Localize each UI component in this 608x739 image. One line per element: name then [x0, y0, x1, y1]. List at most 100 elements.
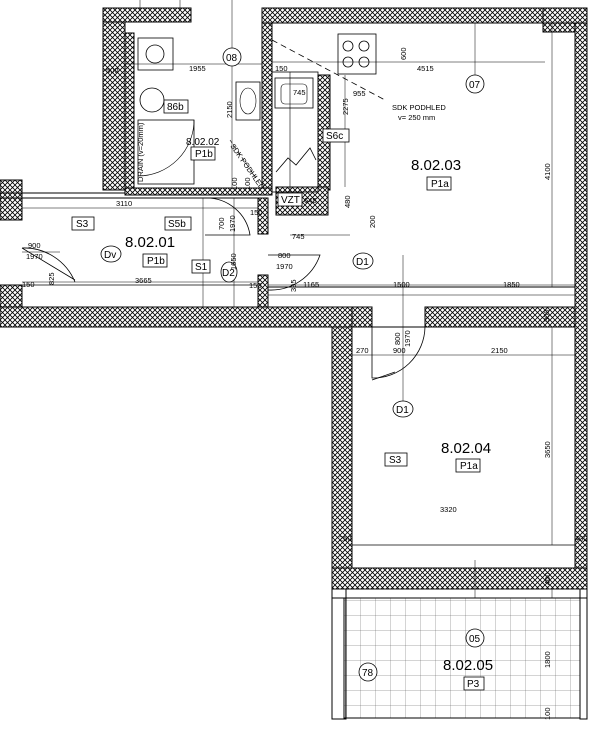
- vzt-value: 645: [304, 196, 317, 205]
- wall-tag-s3-room-04: S3: [389, 455, 402, 466]
- door-tag-d2: D2: [222, 268, 235, 279]
- dim-400-right: 400: [575, 534, 588, 543]
- dim-1970-d1: 1970: [276, 262, 293, 271]
- room-number-01: 8.02.01: [125, 234, 175, 251]
- dim-480: 480: [343, 195, 352, 208]
- wall-left-lower: [0, 284, 23, 308]
- dim-1850: 1850: [503, 280, 520, 289]
- marker-08: 08: [226, 53, 238, 64]
- floor-tag-04: P1a: [460, 461, 478, 472]
- dim-4515: 4515: [417, 64, 434, 73]
- dim-3665: 3665: [135, 276, 152, 285]
- wall-tag-s3-corridor: S3: [76, 219, 89, 230]
- wall-tag-s1: S1: [195, 262, 208, 273]
- dim-100-balcony: 100: [543, 707, 552, 720]
- wall-top-right: [261, 7, 588, 24]
- room-number-02: 8.02.02: [186, 137, 220, 148]
- dim-200: 200: [368, 215, 377, 228]
- wall-tag-vzt: VZT: [281, 195, 300, 206]
- floor-tag-box-02: [190, 146, 216, 161]
- dim-1970-d2: 1970: [228, 215, 237, 232]
- dim-745-mid: 745: [292, 232, 305, 241]
- balcony: [331, 588, 588, 720]
- notes: SDK PODHLED v= 250 mm DRAIN (v=20mm) SDK…: [136, 103, 446, 192]
- room-number-04: 8.02.04: [441, 440, 491, 457]
- dim-2150-bath: 2150: [225, 101, 234, 118]
- floor-tag-box-01: [142, 253, 168, 268]
- dim-2275: 2275: [341, 98, 350, 115]
- room-number-03: 8.02.03: [411, 157, 461, 174]
- wall-left-corner: [0, 179, 23, 199]
- dim-3110: 3110: [116, 199, 132, 208]
- dim-3650: 3650: [543, 441, 552, 458]
- wall-left-vertical-upper: [102, 21, 126, 191]
- dim-1800: 1800: [543, 651, 552, 668]
- dim-1500: 1500: [393, 280, 410, 289]
- balcony-floor: [343, 597, 581, 719]
- marker-05: 05: [469, 634, 481, 645]
- wall-tag-s5b: S5b: [168, 219, 186, 230]
- dim-1970-d1-lower: 1970: [403, 330, 412, 347]
- dim-500: 500: [106, 66, 119, 75]
- wall-left-vertical: [0, 197, 23, 221]
- dim-250: 250: [339, 534, 352, 543]
- dim-800-d1-lower: 800: [393, 332, 402, 345]
- marker-78: 78: [362, 668, 374, 679]
- dim-900-dv: 900: [28, 241, 41, 250]
- dim-1970-dv: 1970: [26, 252, 43, 261]
- dim-1165: 1165: [303, 280, 319, 289]
- balcony-rail-top: [331, 588, 588, 599]
- dim-150-right: 150: [249, 281, 262, 290]
- dim-955: 955: [353, 89, 366, 98]
- room-number-05: 8.02.05: [443, 657, 493, 674]
- shower-note: DRAIN (v=20mm): [136, 122, 145, 182]
- dim-150-d2: 150: [250, 208, 263, 217]
- dim-2150-lower: 2150: [491, 346, 508, 355]
- dim-600: 600: [399, 47, 408, 60]
- door-tag-d1-upper: D1: [356, 257, 369, 268]
- dim-700: 700: [217, 217, 226, 230]
- marker-07: 07: [469, 80, 481, 91]
- dim-150-top: 150: [275, 64, 288, 73]
- door-tag-dv: Dv: [104, 250, 116, 261]
- dim-1955: 1955: [189, 64, 206, 73]
- wall-middle-right: [424, 306, 576, 328]
- balcony-rail-right: [579, 588, 588, 720]
- wall-tags: S3 S5b S1 S6c 86b VZT 645 S3: [71, 99, 408, 467]
- ceiling-note-line1: SDK PODHLED: [392, 103, 446, 112]
- room-labels: 8.02.01 P1b 8.02.02 P1b 8.02.03 P1a 8.02…: [125, 137, 493, 691]
- floor-tag-box-05: [463, 676, 485, 691]
- wall-corridor-bottom: [0, 306, 353, 328]
- dim-400-bottom: 400: [543, 572, 552, 585]
- dimensions: 500 1955 150 600 4515 2150 745 2275 955 …: [22, 47, 588, 720]
- dim-3320: 3320: [440, 505, 457, 514]
- dim-4100: 4100: [543, 163, 552, 180]
- wall-middle-left: [351, 306, 373, 328]
- dim-150-left: 150: [22, 280, 35, 289]
- wall-bathroom-left: [124, 32, 135, 194]
- floor-tag-box-03: [426, 176, 452, 191]
- floor-tag-01: P1b: [147, 256, 165, 267]
- dim-800-d1: 800: [278, 251, 291, 260]
- dim-395: 395: [289, 279, 298, 292]
- door-tags: D1 D1 D2 Dv: [100, 245, 414, 418]
- dim-900-lower: 900: [393, 346, 406, 355]
- floor-tag-02: P1b: [195, 149, 213, 160]
- dim-270: 270: [356, 346, 369, 355]
- dim-745-top: 745: [293, 88, 306, 97]
- wall-partition-d2: [257, 197, 269, 235]
- wall-tag-s6c: S6c: [326, 131, 343, 142]
- wall-partition-d2-lower: [257, 274, 269, 308]
- circle-markers: 08 07 05 78: [222, 47, 485, 682]
- wall-top-left-cap: [102, 7, 192, 23]
- floor-tag-box-04: [455, 458, 481, 473]
- floor-tag-05: P3: [467, 679, 480, 690]
- ceiling-note-line2: v= 250 mm: [398, 113, 435, 122]
- wall-right: [574, 22, 588, 584]
- floor-tag-03: P1a: [431, 179, 449, 190]
- plan-lines: [0, 0, 575, 718]
- dim-1650: 1650: [229, 253, 238, 270]
- dim-825: 825: [47, 272, 56, 285]
- dim-300: 300: [542, 309, 551, 322]
